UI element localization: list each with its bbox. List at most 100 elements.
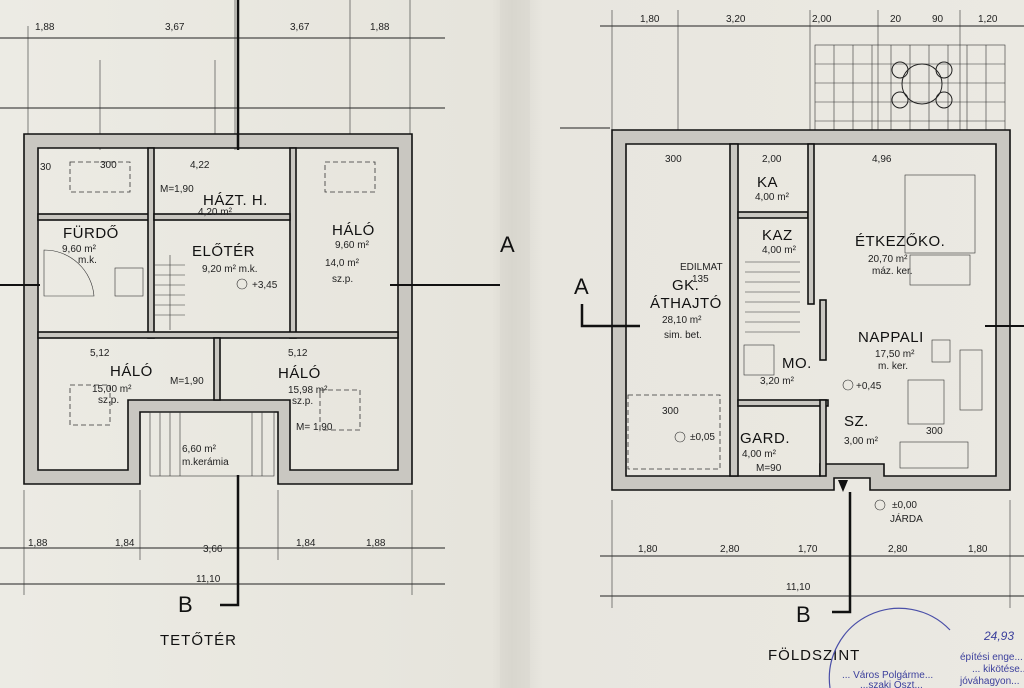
room-gard-extra: M=90 [756, 463, 782, 474]
room-halo-se-extra: M= 1,90 [296, 422, 333, 433]
left-plan: 1,88 3,67 3,67 1,88 [0, 0, 515, 649]
approval-stamp: ... Város Polgárme... ...szaki Oszt... é… [828, 607, 1024, 688]
dim-300-nappali: 300 [926, 426, 943, 437]
room-etkezo-area: 20,70 m² [868, 254, 908, 265]
room-halo-se-floor: sz.p. [292, 396, 313, 407]
dim-300-gk: 300 [665, 154, 682, 165]
title-tetoter: TETŐTÉR [160, 632, 237, 649]
room-eloter-level: +3,45 [252, 280, 278, 291]
chair-icon [891, 61, 909, 79]
stamp-line2: ...szaki Oszt... [860, 680, 923, 688]
dim-300: 300 [100, 160, 117, 171]
dim-bottom-1: 1,88 [28, 538, 48, 549]
section-b-left: B [178, 592, 193, 617]
room-furdo-name: FÜRDŐ [63, 224, 119, 242]
room-haztart-extra: M=1,90 [160, 184, 194, 195]
dim-30: 30 [40, 162, 52, 173]
dim-bottom-r5: 1,80 [968, 544, 988, 555]
room-gk-name: GK. [672, 277, 699, 294]
dim-bottom-r2: 2,80 [720, 544, 740, 555]
dim-bottom-3: 3,66 [203, 544, 223, 555]
room-furdo-area: 9,60 m² [62, 244, 97, 255]
room-halo-sw-area: 15,00 m² [92, 384, 132, 395]
level-marker-icon [674, 431, 686, 443]
terrace-floor: m.kerámia [182, 457, 229, 468]
dim-bottom-r4: 2,80 [888, 544, 908, 555]
room-kaz-name: KAZ [762, 227, 793, 244]
room-halo-sw-name: HÁLÓ [110, 363, 153, 380]
dim-bottom-r-total: 11,10 [786, 582, 811, 593]
jarda-level: ±0,00 [892, 500, 917, 511]
section-a-right: A [574, 274, 589, 299]
stamp-line5: jóváhagyon... [959, 676, 1020, 687]
room-halo-ne-name: HÁLÓ [332, 222, 375, 239]
chair-icon [935, 61, 953, 79]
room-halo-ne-area: 9,60 m² [335, 240, 370, 251]
room-halo-ne-floor: sz.p. [332, 274, 353, 285]
level-marker-icon [842, 379, 854, 391]
room-szel-area: 3,00 m² [844, 436, 879, 447]
room-nappali-name: NAPPALI [858, 329, 924, 346]
dim-top-2: 3,67 [165, 22, 185, 33]
room-halo-se-area: 15,98 m² [288, 385, 328, 396]
room-haztart-name: HÁZT. H. [203, 192, 268, 209]
dim-top-4: 1,88 [370, 22, 390, 33]
dim-top-r3: 2,00 [812, 14, 832, 25]
room-halo-sw-floor: sz.p. [98, 395, 119, 406]
jarda-name: JÁRDA [890, 512, 923, 525]
room-etkezo-floor: máz. ker. [872, 266, 913, 277]
room-gard-name: GARD. [740, 430, 790, 447]
room-gk-floor: sim. bet. [664, 330, 702, 341]
page-fold [500, 0, 530, 688]
room-eloter-name: ELŐTÉR [192, 243, 255, 260]
room-nappali-area: 17,50 m² [875, 349, 915, 360]
room-eloter-area: 9,20 m² m.k. [202, 264, 258, 275]
room-furdo-floor: m.k. [78, 255, 97, 266]
room-halo-se-name: HÁLÓ [278, 365, 321, 382]
dim-top-1: 1,88 [35, 22, 55, 33]
dim-top-r2: 3,20 [726, 14, 746, 25]
stamp-number: 24,93 [983, 629, 1014, 643]
dim-top-r5: 90 [932, 14, 944, 25]
room-etkezo-dim: 4,96 [872, 154, 892, 165]
patio-table-icon [901, 63, 943, 105]
room-szel-name: SZ. [844, 413, 869, 430]
dim-top-r1: 1,80 [640, 14, 660, 25]
room-ka-name: KA [757, 174, 778, 191]
dim-512-a: 5,12 [90, 348, 110, 359]
stamp-line1: ... Város Polgárme... [842, 670, 933, 681]
chair-icon [935, 91, 953, 109]
right-plan: 1,80 3,20 2,00 20 90 1,20 [560, 10, 1024, 664]
dim-422: 4,22 [190, 160, 210, 171]
stamp-line4: ... kikötése... [972, 664, 1024, 675]
label-m190: M=1,90 [170, 376, 204, 387]
room-ka-dim: 2,00 [762, 154, 782, 165]
dim-bottom-5: 1,88 [366, 538, 386, 549]
level-marker-icon [236, 278, 248, 290]
room-nappali-floor: m. ker. [878, 361, 908, 372]
terrace-area: 6,60 m² [182, 444, 217, 455]
room-halo-ne-extra: 14,0 m² [325, 258, 360, 269]
edilmat-label: EDILMAT [680, 262, 723, 273]
room-ka-area: 4,00 m² [755, 192, 790, 203]
section-a-left: A [500, 232, 515, 257]
dim-bottom-r3: 1,70 [798, 544, 818, 555]
room-haztart-area: 4,20 m² [198, 207, 233, 218]
room-mo-name: MO. [782, 355, 812, 372]
room-kaz-area: 4,00 m² [762, 245, 797, 256]
room-gk-name2: ÁTHAJTÓ [650, 295, 722, 312]
stamp-line3: építési enge... [960, 652, 1023, 663]
section-b-right: B [796, 602, 811, 627]
dim-bottom-total: 11,10 [196, 574, 221, 585]
dim-bottom-r1: 1,80 [638, 544, 658, 555]
dim-512-b: 5,12 [288, 348, 308, 359]
chair-icon [891, 91, 909, 109]
room-gk-area: 28,10 m² [662, 315, 702, 326]
entrance-arrow-icon [838, 480, 848, 492]
dim-bottom-4: 1,84 [296, 538, 316, 549]
title-foldszint: FÖLDSZINT [768, 646, 860, 664]
level-marker-icon [874, 499, 886, 511]
room-gk-level: ±0,05 [690, 432, 715, 443]
